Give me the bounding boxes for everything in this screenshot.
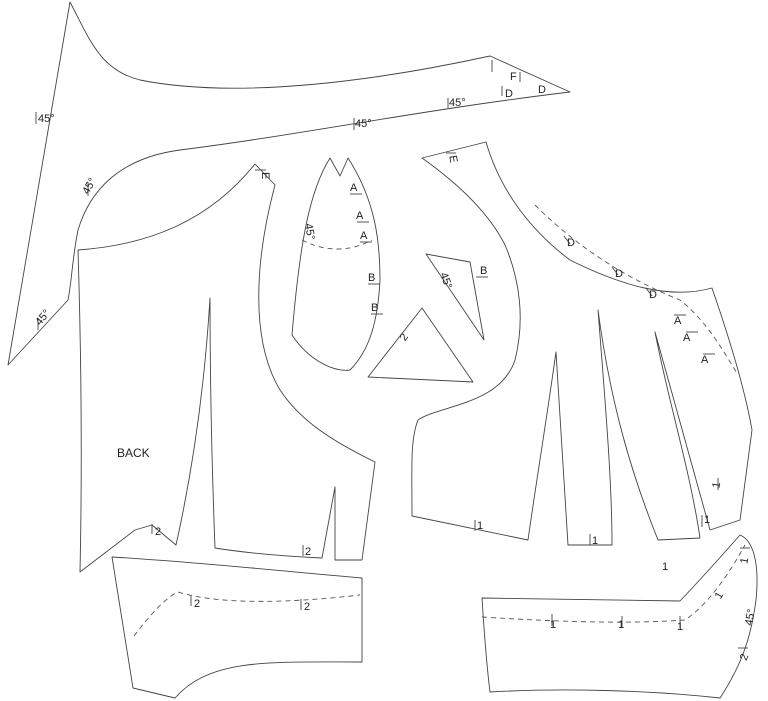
sleeve-head-b2: B [371,302,378,314]
front-mark-a2: A [683,332,691,344]
collar-grain-45-d: 45° [355,118,372,130]
sleeve-head-piece[interactable] [291,157,381,371]
triangle-b-mark: B [480,265,487,277]
front-mark-1a: 1 [477,520,483,532]
collar-piece[interactable] [7,1,571,366]
front-piece[interactable] [411,141,753,546]
back-mark-2b: 2 [305,546,311,558]
facing-mark-1d: 1 [713,590,726,601]
front-notch-d1 [563,235,571,245]
lower-right-facing-piece[interactable] [481,534,758,699]
collar-notches [35,60,521,330]
collar-mark-f: F [510,71,517,83]
triangle-piece-2[interactable] [367,307,474,383]
sleeve-head-a1: A [350,182,358,194]
collar-mark-d1: D [505,88,513,100]
front-mark-1c: 1 [704,514,710,526]
front-mark-a3: A [701,354,709,366]
sleeve-head-a2: A [356,210,364,222]
lower-left-band-piece[interactable] [111,556,363,699]
front-mark-d2: D [615,268,623,280]
front-mark-1d: 1 [710,481,723,489]
facing-mark-1a: 1 [550,619,556,631]
facing-mark-2: 2 [738,652,751,662]
sleeve-head-45: 45° [302,222,317,240]
facing-grain-45: 45° [743,608,758,626]
front-notch-d2 [611,266,619,276]
sleeve-head-b1: B [368,272,375,284]
collar-mark-d2: D [538,84,546,96]
collar-grain-45-a: 45° [38,113,55,125]
front-mark-e: E [446,154,459,163]
back-mark-2a: 2 [155,526,161,538]
band-mark-2b: 2 [304,601,310,613]
sleeve-head-a3: A [360,230,368,242]
triangle-piece-b[interactable] [425,253,485,341]
piece-number-1: 1 [662,561,668,573]
front-notch-d3 [645,287,653,297]
triangle-b-45: 45° [437,271,454,291]
back-mark-e: E [259,172,271,179]
facing-mark-1b: 1 [618,619,624,631]
front-mark-d1: D [567,237,575,249]
back-title: BACK [117,446,150,460]
facing-mark-1e: 1 [738,557,751,565]
collar-grain-45-e: 45° [449,97,466,109]
facing-mark-1c: 1 [677,621,683,633]
back-piece[interactable] [77,163,376,573]
band-mark-2a: 2 [194,598,200,610]
front-mark-1b: 1 [592,535,598,547]
triangle-2-mark: 2 [398,331,411,343]
front-mark-a1: A [674,315,682,327]
front-mark-d3: D [649,289,657,301]
